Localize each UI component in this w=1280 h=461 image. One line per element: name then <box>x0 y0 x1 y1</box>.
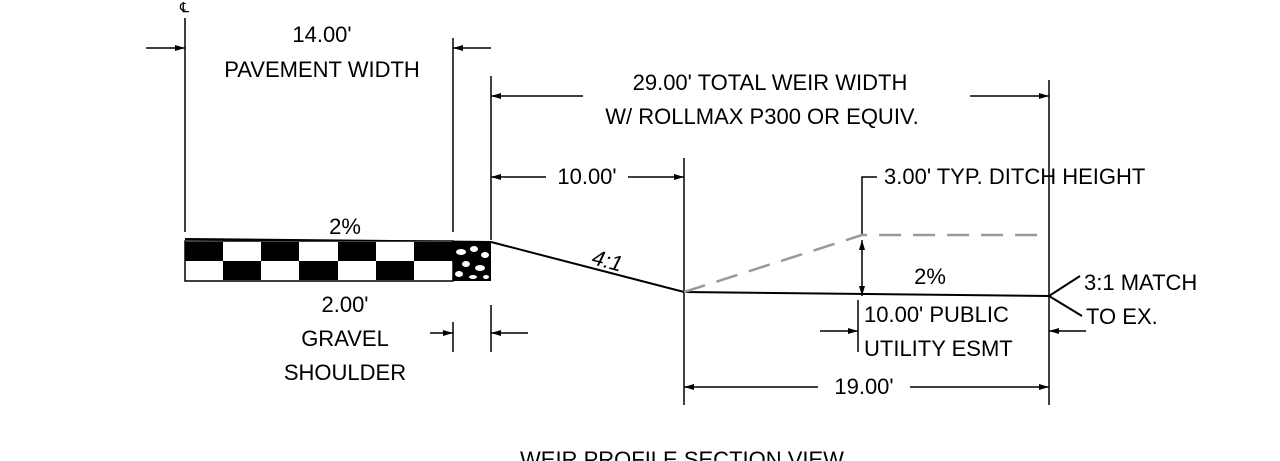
ditch-height-leader <box>859 176 877 296</box>
shoulder-width-value: 2.00' <box>321 292 368 317</box>
weir-width-value: 29.00' TOTAL WEIR WIDTH <box>633 70 908 95</box>
dashed-ditch-profile <box>683 233 1049 294</box>
drawing-caption: WEIR PROFILE SECTION VIEW <box>520 447 844 461</box>
match-label-line1: 3:1 MATCH <box>1084 270 1197 295</box>
pavement-width-label: PAVEMENT WIDTH <box>224 57 420 82</box>
weir-width-label: W/ ROLLMAX P300 OR EQUIV. <box>605 104 918 129</box>
match-label-line2: TO EX. <box>1086 304 1158 329</box>
bottom-slope-label: 2% <box>914 264 946 289</box>
extension-lines <box>184 18 1050 405</box>
ditch-height-label: 3.00' TYP. DITCH HEIGHT <box>884 164 1145 189</box>
pavement-slope-label: 2% <box>329 214 361 239</box>
pavement-width-value: 14.00' <box>292 22 351 47</box>
shoulder-label-line1: GRAVEL <box>301 326 389 351</box>
gravel-shoulder-hatch <box>453 242 491 281</box>
slope-width-value: 10.00' <box>557 164 616 189</box>
easement-label-line1: 10.00' PUBLIC <box>864 302 1009 327</box>
pavement-layer <box>184 240 454 282</box>
shoulder-label-line2: SHOULDER <box>284 360 406 385</box>
bottom-width-value: 19.00' <box>834 374 893 399</box>
side-slope-label: 4:1 <box>589 245 625 277</box>
centerline-symbol: ℄ <box>179 0 189 15</box>
easement-label-line2: UTILITY ESMT <box>864 336 1013 361</box>
